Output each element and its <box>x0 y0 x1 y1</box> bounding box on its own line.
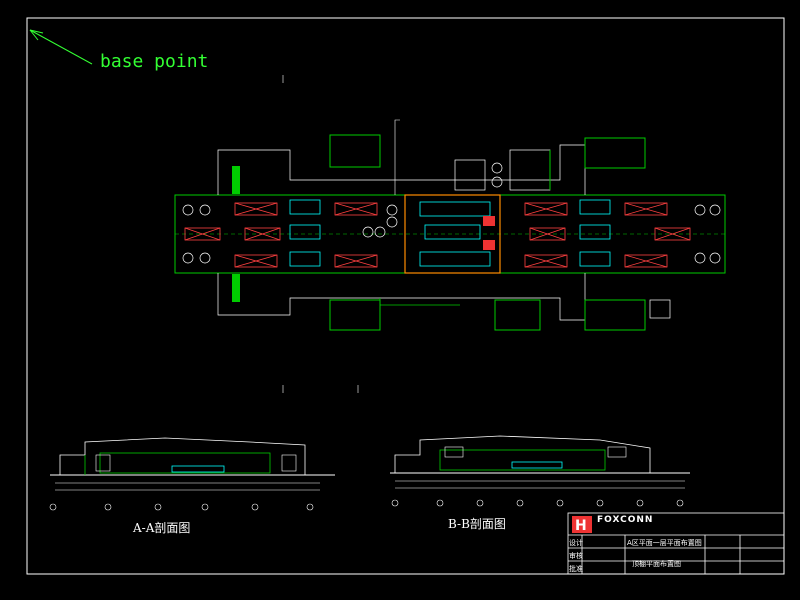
title-block-brand: FOXCONN <box>597 515 654 525</box>
base-point-leader <box>29 29 93 65</box>
section-b-b-drawing <box>390 435 690 507</box>
base-point-label: base point <box>100 51 209 72</box>
title-block-frame <box>567 512 785 575</box>
section-b-b-title: B-B剖面图 <box>448 517 506 531</box>
svg-text:H: H <box>575 518 587 534</box>
section-a-a-title: A-A剖面图 <box>133 521 191 535</box>
floor-plan <box>174 75 726 393</box>
foxconn-logo <box>572 516 592 533</box>
title-block-row-reviewer: 审核 <box>569 552 583 560</box>
title-block-project: A区平面一层平面布置图 <box>627 539 702 547</box>
title-block-row-designer: 设计 <box>569 539 583 547</box>
title-block-drawing-name: 顶棚平面布置图 <box>632 560 681 568</box>
outer-frame <box>26 17 785 575</box>
section-a-a-drawing <box>49 437 335 511</box>
title-block-row-approver: 批准 <box>569 565 583 573</box>
